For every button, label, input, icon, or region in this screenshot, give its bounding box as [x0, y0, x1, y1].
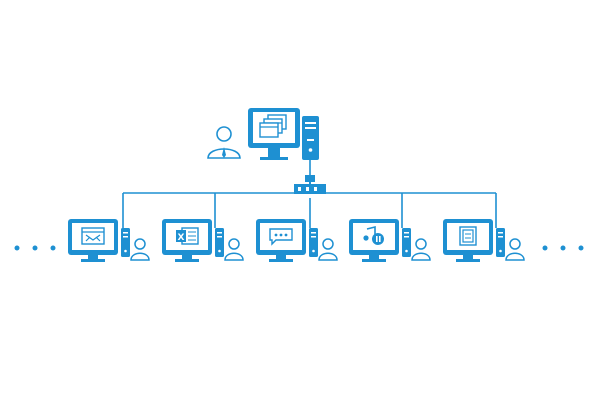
tower-icon	[215, 228, 224, 257]
client-workstation: X	[162, 219, 244, 262]
monitor-icon: X	[162, 219, 212, 262]
server-computer-icon	[248, 108, 319, 160]
client-workstation	[68, 219, 150, 262]
monitor-icon	[349, 219, 399, 262]
user-icon	[318, 238, 338, 261]
monitor-icon	[256, 219, 306, 262]
tower-icon	[309, 228, 318, 257]
user-icon	[411, 238, 431, 261]
excel-app-icon: X	[176, 227, 199, 245]
admin-user-icon	[207, 126, 241, 159]
tower-icon	[121, 228, 130, 257]
ellipsis-left-icon	[14, 245, 56, 251]
tower-icon	[496, 228, 505, 257]
user-icon	[505, 238, 525, 261]
music-app-icon	[363, 225, 384, 245]
excel-letter: X	[178, 233, 185, 243]
monitor-icon	[443, 219, 493, 262]
user-icon	[224, 238, 244, 261]
user-icon	[130, 238, 150, 261]
client-workstation	[349, 219, 431, 262]
client-workstation	[443, 219, 525, 262]
network-hub-icon	[294, 175, 326, 194]
document-app-icon	[459, 226, 477, 246]
client-workstation	[256, 219, 338, 262]
monitor-icon	[68, 219, 118, 262]
client-workstations: X	[68, 219, 525, 262]
chat-app-icon	[269, 228, 293, 246]
ellipsis-right-icon	[542, 245, 584, 251]
windows-icon	[259, 114, 287, 138]
mail-app-icon	[81, 227, 105, 245]
server-workstation	[207, 108, 319, 160]
tower-icon	[402, 228, 411, 257]
